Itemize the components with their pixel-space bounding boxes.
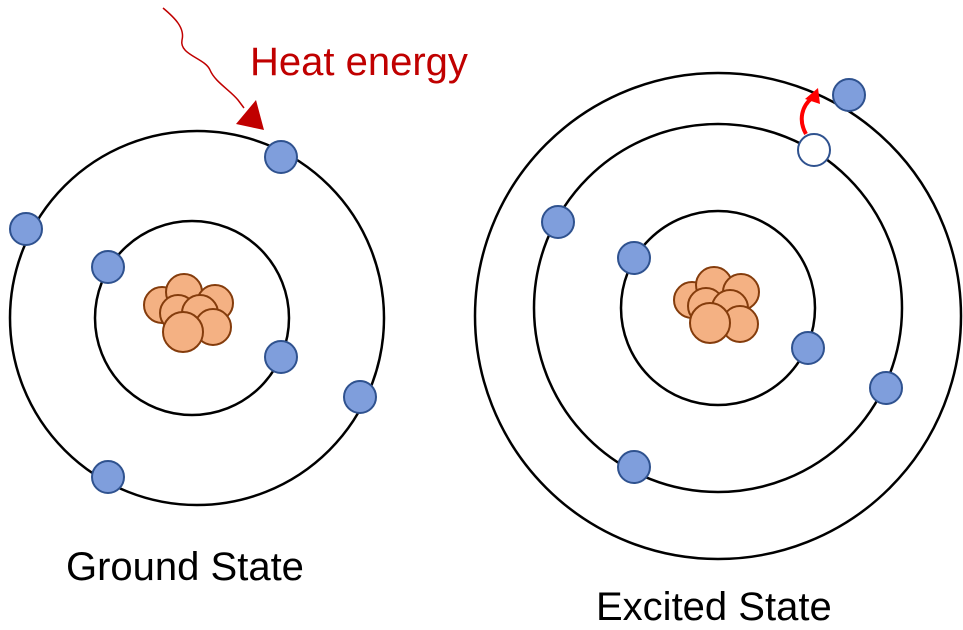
nucleus	[673, 266, 760, 344]
electron-jump-arrow	[799, 96, 814, 135]
excited-state-label: Excited State	[596, 585, 832, 629]
heat-energy-arrow	[162, 7, 264, 130]
electron	[9, 212, 43, 246]
outer-orbit	[473, 71, 963, 561]
electron	[832, 78, 866, 112]
excited-state-atom	[473, 71, 963, 561]
electron	[869, 371, 903, 405]
middle-orbit	[532, 122, 904, 494]
heat-energy-label: Heat energy	[250, 40, 468, 84]
electron	[343, 380, 377, 414]
electron	[617, 450, 651, 484]
electron	[264, 340, 298, 374]
electron	[541, 205, 575, 239]
nucleus	[143, 273, 234, 353]
electron	[91, 250, 125, 284]
electron	[91, 460, 125, 494]
outer-orbit	[8, 129, 386, 507]
electron	[264, 140, 298, 174]
inner-orbit	[619, 209, 817, 407]
electron	[791, 331, 825, 365]
ground-state-label: Ground State	[66, 545, 304, 589]
inner-orbit	[93, 219, 291, 417]
electron	[617, 241, 651, 275]
ground-state-atom	[8, 129, 386, 507]
electron-hole	[797, 133, 831, 167]
